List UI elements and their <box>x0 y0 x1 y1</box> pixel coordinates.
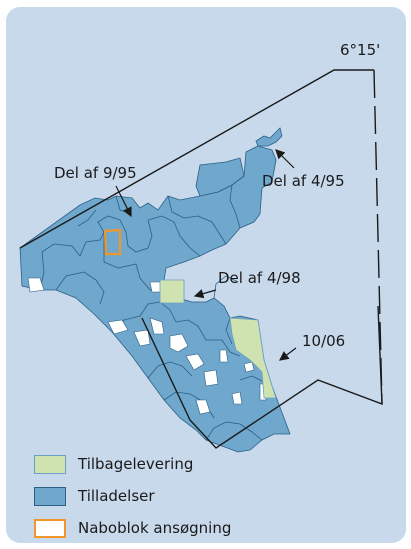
arrow-del-4-95 <box>275 149 295 169</box>
excluded-areas <box>27 277 267 415</box>
relinquishment-10-06 <box>229 317 277 399</box>
legend-item-naboblok: Naboblok ansøgning <box>34 512 334 544</box>
relinquishment-areas <box>159 279 277 399</box>
licence-4-95-island <box>255 127 283 147</box>
label-del-4-98: Del af 4/98 <box>218 269 301 287</box>
legend-label: Naboblok ansøgning <box>78 519 232 537</box>
annotation-arrows <box>115 149 297 361</box>
label-del-9-95: Del af 9/95 <box>54 164 137 182</box>
arrow-del-4-98 <box>193 289 217 299</box>
legend-swatch-naboblok <box>34 518 66 538</box>
licence-east-block <box>195 157 245 197</box>
licence-area <box>19 127 291 453</box>
legend-item-tilbagelevering: Tilbagelevering <box>34 448 334 480</box>
label-10-06: 10/06 <box>302 332 345 350</box>
legend-label: Tilbagelevering <box>78 455 194 473</box>
relinquishment-4-98 <box>159 279 185 304</box>
neighbour-block-application <box>103 228 122 256</box>
legend-label: Tilladelser <box>78 487 155 505</box>
meridian-dashed-line <box>373 69 383 405</box>
outer-boundary-line <box>19 69 374 249</box>
legend-swatch-tilladelser <box>34 486 66 506</box>
coordinate-label: 6°15' <box>340 41 380 59</box>
legend: Tilbagelevering Tilladelser Naboblok ans… <box>34 448 334 544</box>
legend-swatch-tilbagelevering <box>34 454 66 474</box>
legend-item-tilladelser: Tilladelser <box>34 480 334 512</box>
licence-main-area <box>19 145 291 453</box>
arrow-del-9-95 <box>115 185 132 218</box>
outer-boundary-line-south <box>141 305 383 449</box>
arrow-10-06 <box>279 347 297 361</box>
label-del-4-95: Del af 4/95 <box>262 172 345 190</box>
